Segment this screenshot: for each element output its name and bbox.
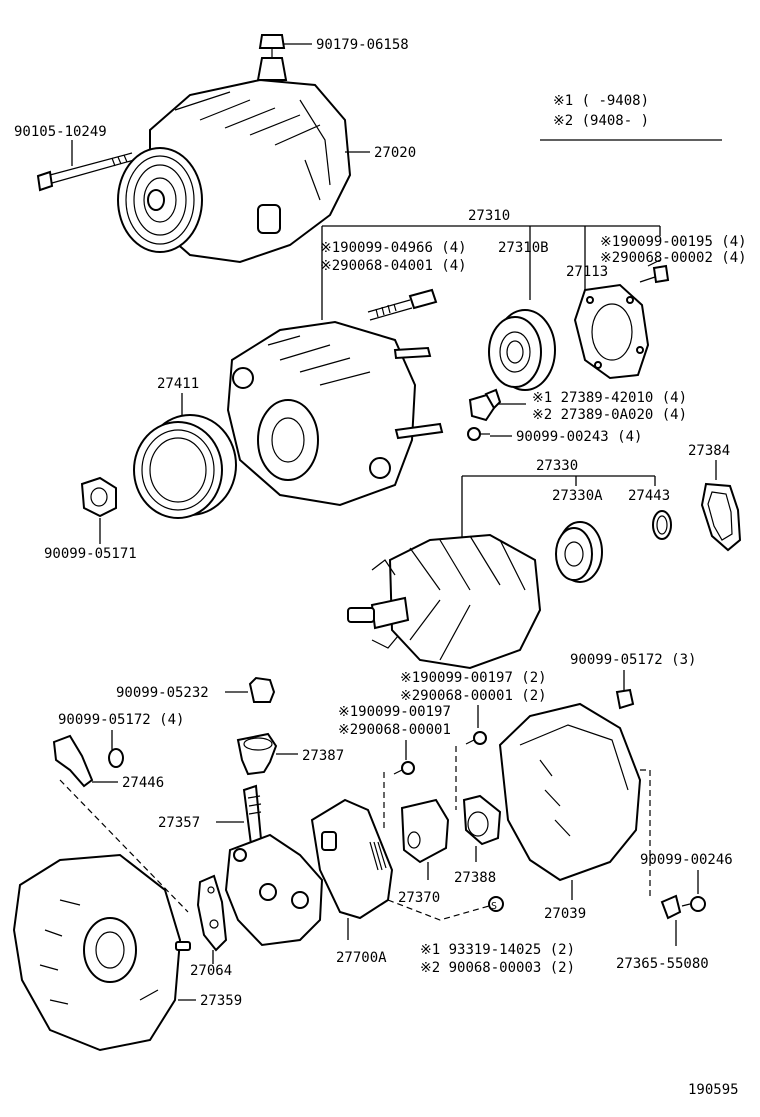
- bearing-b-drawing: [488, 309, 556, 391]
- insulator-drawing: [468, 388, 502, 422]
- end-frame-drawing: [12, 853, 191, 1052]
- legend: ※1 ( -9408) ※2 (9408- ): [540, 93, 722, 141]
- terminal-bolt-drawing: [660, 894, 682, 920]
- retainer-drawing: [700, 482, 742, 552]
- nut-r-drawing: [615, 688, 635, 710]
- nut-l-drawing: [108, 748, 124, 768]
- dashed-connection-lines: [59, 746, 651, 921]
- label-nut-l: 90099-05172 (4): [58, 712, 184, 728]
- ring-drawing: [652, 510, 672, 540]
- label-cover-brush: 27388: [454, 870, 496, 886]
- label-bearing-b: 27310B: [498, 240, 549, 256]
- stud-bolt-drawing: [367, 288, 438, 321]
- cover-brush-drawing: [462, 794, 502, 846]
- plate-terminal-drawing: [52, 734, 94, 788]
- label-regulator: 27700A: [336, 950, 387, 966]
- label-nut: 90099-05171: [44, 546, 137, 562]
- label-insulator-2: ※2 27389-0A020 (4): [532, 407, 687, 423]
- label-coil-assy: 27310: [468, 208, 510, 224]
- label-ring: 27443: [628, 488, 670, 504]
- rear-cover-drawing: [498, 702, 642, 882]
- rotor-bracket: [461, 475, 656, 540]
- coil-assy-bracket: [321, 225, 661, 320]
- plate-drawing: [573, 283, 650, 380]
- rectifier-drawing: [224, 784, 324, 947]
- diagram-id: 190595: [688, 1082, 739, 1098]
- brush-holder-drawing: [400, 798, 450, 864]
- label-screw-r2: ※290068-00002 (4): [600, 250, 747, 266]
- label-terminal-ins: 27387: [302, 748, 344, 764]
- pulley-drawing: [133, 414, 237, 519]
- label-rectifier: 27357: [158, 815, 200, 831]
- screw-plate-drawing: [639, 259, 670, 284]
- bolt-mid-drawing: [467, 427, 490, 441]
- label-rotor: 27330: [536, 458, 578, 474]
- label-retainer: 27384: [688, 443, 730, 459]
- label-plate-terminal: 27446: [122, 775, 164, 791]
- label-bearing-a: 27330A: [552, 488, 603, 504]
- label-pulley: 27411: [157, 376, 199, 392]
- terminal-insulator-drawing: [236, 732, 278, 776]
- label-rear-cover: 27039: [544, 906, 586, 922]
- nut-drawing: [80, 476, 117, 518]
- screw-m-drawing: [465, 731, 487, 745]
- label-stud-1: ※190099-04966 (4): [320, 240, 467, 256]
- drive-end-frame-drawing: [226, 320, 444, 507]
- label-bolt-r: 90099-00246: [640, 852, 733, 868]
- label-screw-b2: ※2 90068-00003 (2): [420, 960, 575, 976]
- label-brush-holder: 27370: [398, 890, 440, 906]
- rotor-drawing: [347, 533, 542, 670]
- screw-b-drawing: S: [488, 896, 504, 912]
- label-frame-gasket: 27064: [190, 963, 232, 979]
- regulator-drawing: [310, 798, 394, 920]
- cap-drawing: [248, 676, 276, 703]
- label-screw-m1: ※190099-00197 (2): [400, 670, 547, 686]
- label-stud-2: ※290068-04001 (4): [320, 258, 467, 274]
- label-screw-b1: ※1 93319-14025 (2): [420, 942, 575, 958]
- label-insulator-1: ※1 27389-42010 (4): [532, 390, 687, 406]
- frame-gasket-drawing: [196, 874, 228, 952]
- screw-m2-drawing: [393, 761, 415, 775]
- svg-text:S: S: [491, 901, 497, 912]
- label-bolt-top: 90179-06158: [316, 37, 409, 53]
- bearing-a-drawing: [555, 521, 603, 583]
- bolt-r-drawing: [681, 896, 706, 912]
- label-alternator: 27020: [374, 145, 416, 161]
- label-nut-r: 90099-05172 (3): [570, 652, 696, 668]
- legend-note-2: ※2 (9408- ): [553, 113, 649, 129]
- label-bolt-left: 90105-10249: [14, 124, 107, 140]
- label-plate: 27113: [566, 264, 608, 280]
- label-screw-m2: ※290068-00001 (2): [400, 688, 547, 704]
- label-screw-m4: ※290068-00001: [338, 722, 451, 738]
- label-screw-m3: ※190099-00197: [338, 704, 451, 720]
- label-end-frame: 27359: [200, 993, 242, 1009]
- label-bolt-mid: 90099-00243 (4): [516, 429, 642, 445]
- label-terminal-bolt: 27365-55080: [616, 956, 709, 972]
- alternator-assembly-drawing: [36, 34, 352, 264]
- label-screw-r1: ※190099-00195 (4): [600, 234, 747, 250]
- label-cap: 90099-05232: [116, 685, 209, 701]
- legend-note-1: ※1 ( -9408): [553, 93, 649, 109]
